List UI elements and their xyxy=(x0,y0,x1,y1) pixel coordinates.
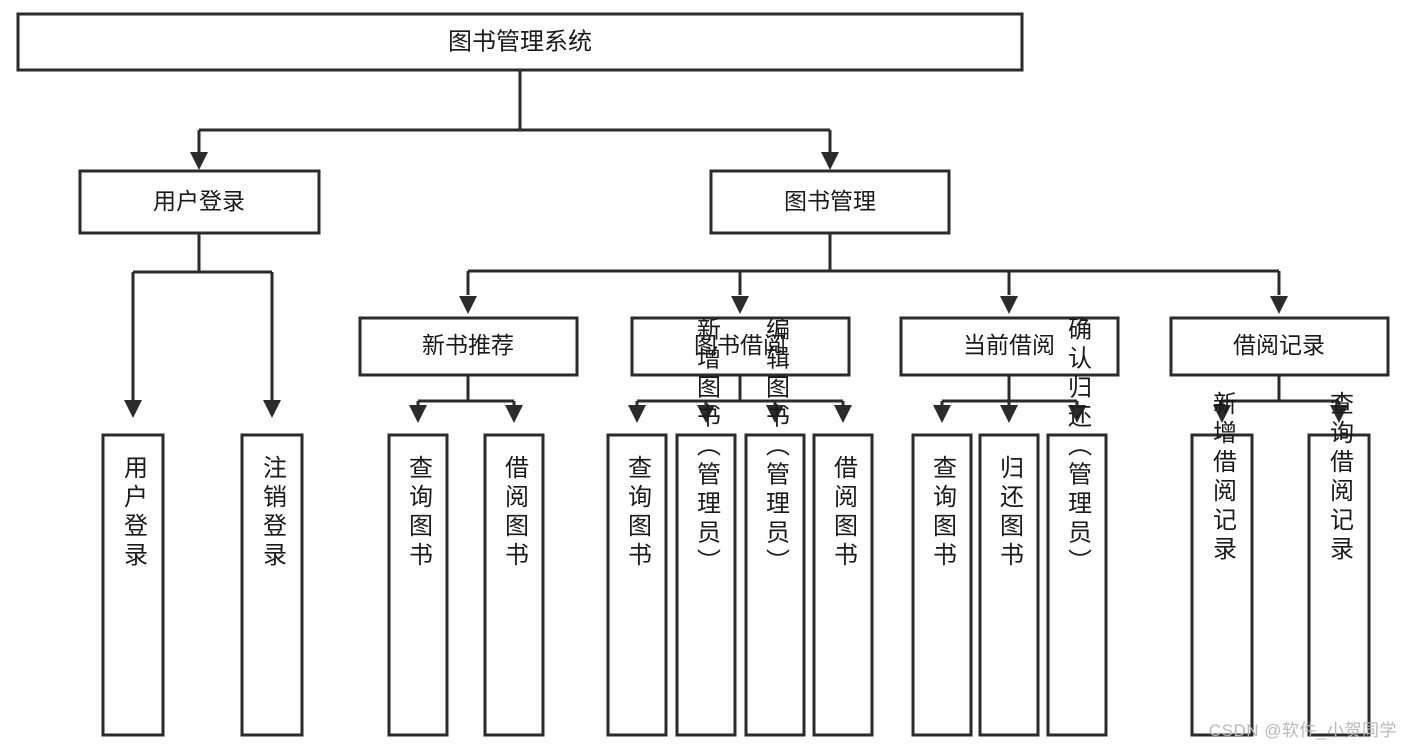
leaf-confirm-return-box[interactable] xyxy=(1046,433,1108,737)
leaf-borrow-book-1[interactable]: 借阅图书 xyxy=(483,433,545,737)
arrow-to-book-borrow xyxy=(731,296,749,314)
node-user-login-box[interactable] xyxy=(78,169,321,235)
node-book-management-box[interactable] xyxy=(709,169,951,235)
arrow-to-leaf-borrow-book-1 xyxy=(505,405,523,423)
node-book-management-label: 图书管理 xyxy=(784,188,876,214)
node-user-login[interactable]: 用户登录 xyxy=(78,169,321,235)
leaf-logout-login-box[interactable] xyxy=(240,433,304,737)
leaf-query-record-box[interactable] xyxy=(1307,433,1371,737)
arrow-to-leaf-query-book-1 xyxy=(409,405,427,423)
node-new-book-recommend[interactable]: 新书推荐 xyxy=(358,316,579,377)
arrow-to-leaf-query-book-2 xyxy=(628,405,646,423)
node-book-management[interactable]: 图书管理 xyxy=(709,169,951,235)
leaf-user-login-box[interactable] xyxy=(101,433,165,737)
arrow-to-new-book-recommend xyxy=(459,296,477,314)
leaf-confirm-return-label: 确认归还（管理员） xyxy=(1064,317,1092,578)
leaf-borrow-book-1-label: 借阅图书 xyxy=(501,455,529,571)
node-book-borrow-label: 图书借阅 xyxy=(694,332,786,358)
leaf-borrow-book-2-box[interactable] xyxy=(812,433,874,737)
leaf-query-book-3-box[interactable] xyxy=(911,433,973,737)
leaf-return-book[interactable]: 归还图书 xyxy=(978,433,1040,737)
connector-layer xyxy=(124,70,1348,423)
leaf-query-book-3-label: 查询图书 xyxy=(929,455,957,571)
node-new-book-recommend-box[interactable] xyxy=(358,316,579,377)
leaf-query-book-2-box[interactable] xyxy=(606,433,668,737)
arrow-to-leaf-query-book-3 xyxy=(933,405,951,423)
leaf-query-book-2-label: 查询图书 xyxy=(624,455,652,571)
node-current-borrow-box[interactable] xyxy=(899,316,1120,377)
node-root[interactable]: 图书管理系统 xyxy=(16,12,1024,72)
node-current-borrow-label: 当前借阅 xyxy=(963,332,1055,358)
leaf-user-login-label: 用户登录 xyxy=(120,455,148,571)
leaf-add-record-box[interactable] xyxy=(1190,433,1254,737)
leaf-edit-book-box[interactable] xyxy=(744,433,806,737)
arrow-to-leaf-user-login xyxy=(124,400,142,418)
leaf-confirm-return[interactable]: 确认归还（管理员） xyxy=(1046,317,1108,737)
leaf-query-book-1-box[interactable] xyxy=(387,433,449,737)
arrow-root-to-user-login xyxy=(190,152,208,170)
leaf-query-record-label: 查询借阅记录 xyxy=(1326,391,1354,565)
node-root-label: 图书管理系统 xyxy=(448,28,592,55)
leaf-query-book-2[interactable]: 查询图书 xyxy=(606,433,668,737)
leaf-edit-book-label: 编辑图书（管理员） xyxy=(762,317,790,578)
leaf-borrow-book-2[interactable]: 借阅图书 xyxy=(812,433,874,737)
leaf-add-book-label: 新增图书（管理员） xyxy=(693,317,721,578)
node-borrow-record[interactable]: 借阅记录 xyxy=(1169,316,1390,377)
node-current-borrow[interactable]: 当前借阅 xyxy=(899,316,1120,377)
leaf-logout-login[interactable]: 注销登录 xyxy=(240,433,304,737)
node-new-book-recommend-label: 新书推荐 xyxy=(422,332,514,358)
leaf-logout-login-label: 注销登录 xyxy=(259,455,287,571)
node-root-box[interactable] xyxy=(16,12,1024,72)
leaf-return-book-box[interactable] xyxy=(978,433,1040,737)
leaf-borrow-book-2-label: 借阅图书 xyxy=(830,455,858,571)
leaf-query-book-1[interactable]: 查询图书 xyxy=(387,433,449,737)
arrow-to-leaf-borrow-book-2 xyxy=(834,405,852,423)
leaf-add-book-box[interactable] xyxy=(675,433,737,737)
leaf-edit-book[interactable]: 编辑图书（管理员） xyxy=(744,317,806,737)
arrow-to-leaf-return-book xyxy=(1000,405,1018,423)
node-borrow-record-box[interactable] xyxy=(1169,316,1390,377)
arrow-root-to-book-management xyxy=(821,152,839,170)
leaf-query-book-1-label: 查询图书 xyxy=(405,455,433,571)
node-book-borrow-box[interactable] xyxy=(630,316,851,377)
leaf-query-record[interactable]: 查询借阅记录 xyxy=(1307,391,1371,737)
leaf-return-book-label: 归还图书 xyxy=(996,455,1024,571)
leaf-borrow-book-1-box[interactable] xyxy=(483,433,545,737)
leaf-user-login[interactable]: 用户登录 xyxy=(101,433,165,737)
leaf-query-book-3[interactable]: 查询图书 xyxy=(911,433,973,737)
arrow-to-leaf-logout-login xyxy=(263,400,281,418)
node-book-borrow[interactable]: 图书借阅 xyxy=(630,316,851,377)
arrow-to-borrow-record xyxy=(1270,296,1288,314)
leaf-add-book[interactable]: 新增图书（管理员） xyxy=(675,317,737,737)
node-borrow-record-label: 借阅记录 xyxy=(1233,332,1325,358)
leaf-add-record-label: 新增借阅记录 xyxy=(1209,391,1237,565)
leaf-add-record[interactable]: 新增借阅记录 xyxy=(1190,391,1254,737)
node-user-login-label: 用户登录 xyxy=(153,188,245,214)
arrow-to-current-borrow xyxy=(1000,296,1018,314)
